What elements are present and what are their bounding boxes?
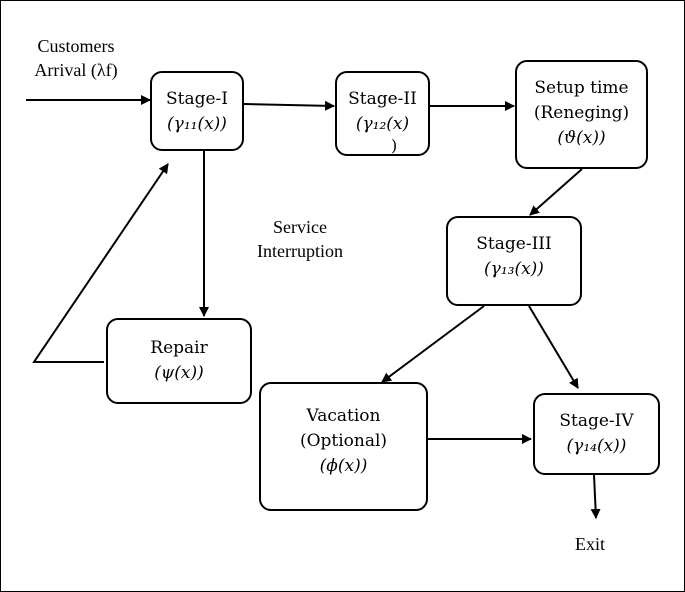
stage4-node: Stage-IV (γ₁₄(x)) xyxy=(533,393,660,475)
vacation-subtitle: (Optional) xyxy=(299,431,388,451)
stage1-title: Stage-I xyxy=(165,89,228,109)
arrow-stage4-to-exit xyxy=(590,474,601,519)
stage4-rate: (γ₁₄(x)) xyxy=(566,436,627,456)
stage1-rate: (γ₁₁(x)) xyxy=(167,114,227,134)
setup-time-title: Setup time xyxy=(534,78,629,98)
setup-time-node: Setup time (Reneging) (ϑ(x)) xyxy=(515,60,648,169)
exit-label-text: Exit xyxy=(575,534,605,554)
arrival-label-line1: Customers xyxy=(37,36,115,56)
vacation-title: Vacation xyxy=(306,406,381,426)
arrival-label-line2: Arrival (λf) xyxy=(34,60,118,80)
arrow-repair-to-stage1 xyxy=(32,163,169,363)
vacation-node: Vacation (Optional) (ϕ(x)) xyxy=(259,382,428,511)
stage3-rate: (γ₁₃(x)) xyxy=(484,259,544,279)
arrow-stage1-to-stage2 xyxy=(243,100,335,111)
repair-rate: (ψ(x)) xyxy=(154,363,204,383)
setup-time-subtitle: (Reneging) xyxy=(533,103,630,123)
vacation-rate: (ϕ(x)) xyxy=(319,456,368,476)
setup-time-rate: (ϑ(x)) xyxy=(557,128,606,148)
arrow-stage3-to-stage4 xyxy=(528,305,579,389)
stage1-node: Stage-I (γ₁₁(x)) xyxy=(150,71,244,151)
stage2-title: Stage-II xyxy=(348,89,417,109)
arrow-setup-to-stage3 xyxy=(529,168,583,216)
arrow-stage3-to-vacation xyxy=(381,305,485,383)
arrival-label: Customers Arrival (λf) xyxy=(16,34,136,82)
repair-node: Repair (ψ(x)) xyxy=(106,318,252,404)
stage3-node: Stage-III (γ₁₃(x)) xyxy=(446,216,582,306)
repair-title: Repair xyxy=(150,338,208,358)
service-interruption-line2: Interruption xyxy=(257,241,343,261)
service-interruption-label: Service Interruption xyxy=(230,215,370,263)
exit-label: Exit xyxy=(560,532,620,556)
stage3-title: Stage-III xyxy=(476,234,552,254)
service-interruption-line1: Service xyxy=(273,217,327,237)
stage2-rate-close: ) xyxy=(391,136,398,155)
stage2-node: Stage-II (γ₁₂(x) ) xyxy=(335,71,430,156)
stage2-rate: (γ₁₂(x) xyxy=(355,114,410,134)
stage4-title: Stage-IV xyxy=(559,411,634,431)
